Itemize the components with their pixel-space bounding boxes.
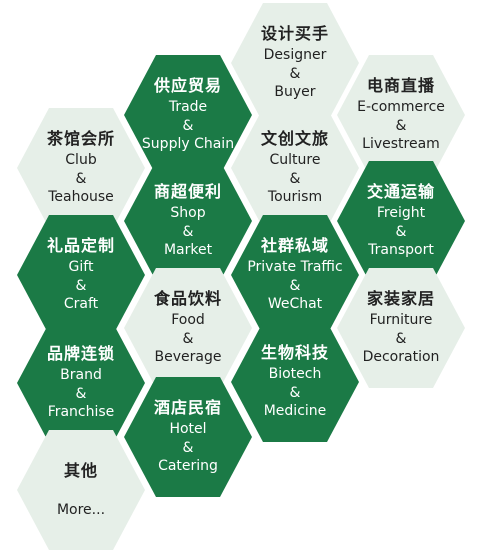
tile-title-zh: 家装家居 xyxy=(366,289,435,309)
tile-brand-franchise[interactable]: 品牌连锁 Brand & Franchise xyxy=(17,323,145,443)
tile-label-line-2: & xyxy=(395,223,407,240)
tile-label-line-2: & xyxy=(289,277,301,294)
tile-designer-buyer[interactable]: 设计买手 Designer & Buyer xyxy=(231,3,359,123)
tile-label-line-2: & xyxy=(182,330,194,347)
tile-label-line-1: Gift xyxy=(68,259,94,276)
tile-label-line-1: Food xyxy=(171,312,205,329)
tile-title-zh: 茶馆会所 xyxy=(46,129,115,149)
tile-private-traffic-wechat[interactable]: 社群私域 Private Traffic & WeChat xyxy=(231,215,359,335)
tile-gift-craft[interactable]: 礼品定制 Gift & Craft xyxy=(17,215,145,335)
tile-label-line-2: & xyxy=(182,117,194,134)
tile-label-line-1: Shop xyxy=(170,205,206,222)
tile-freight-transport[interactable]: 交通运输 Freight & Transport xyxy=(337,161,465,281)
tile-hotel-catering[interactable]: 酒店民宿 Hotel & Catering xyxy=(124,377,252,497)
tile-label-line-3: Decoration xyxy=(362,349,440,366)
tile-label-line-2: & xyxy=(75,277,87,294)
tile-label-line-3: Market xyxy=(163,242,213,259)
tile-title-zh: 设计买手 xyxy=(260,24,329,44)
tile-label-line-3: Catering xyxy=(158,458,218,475)
tile-label-line-1: E-commerce xyxy=(357,99,445,116)
tile-trade-supply-chain[interactable]: 供应贸易 Trade & Supply Chain xyxy=(124,55,252,175)
tile-label-line-1: Culture xyxy=(269,152,321,169)
tile-label-line-3: Teahouse xyxy=(48,189,114,206)
tile-title-zh: 礼品定制 xyxy=(46,236,115,256)
tile-label-line-3: WeChat xyxy=(267,296,323,313)
tile-title-zh: 文创文旅 xyxy=(260,129,329,149)
tile-label-line-1: Designer xyxy=(263,47,327,64)
tile-label-line-3: Transport xyxy=(368,242,434,259)
tile-label-line-1: Brand xyxy=(60,367,102,384)
tile-title-zh: 电商直播 xyxy=(366,76,435,96)
tile-label-line-2: & xyxy=(289,170,301,187)
tile-title-zh: 食品饮料 xyxy=(153,289,222,309)
tile-label-line-3: Tourism xyxy=(267,189,323,206)
tile-label-line-1: Private Traffic xyxy=(247,259,343,276)
tile-title-zh: 生物科技 xyxy=(260,343,329,363)
tile-label-line-3: Livestream xyxy=(362,136,440,153)
tile-label-line-3: Medicine xyxy=(263,403,327,420)
tile-furniture-decoration[interactable]: 家装家居 Furniture & Decoration xyxy=(337,268,465,388)
tile-title-zh: 品牌连锁 xyxy=(46,344,115,364)
tile-title-zh: 社群私域 xyxy=(260,236,329,256)
tile-label-line-2: & xyxy=(182,223,194,240)
tile-label-line-1: Furniture xyxy=(369,312,433,329)
tile-title-zh: 商超便利 xyxy=(153,182,222,202)
tile-label-line-2: & xyxy=(75,385,87,402)
tile-label-line-3: Buyer xyxy=(274,84,316,101)
tile-more[interactable]: 其他 More... xyxy=(17,430,145,550)
tile-label-more: More... xyxy=(56,501,106,518)
tile-label-line-2: & xyxy=(395,330,407,347)
tile-food-beverage[interactable]: 食品饮料 Food & Beverage xyxy=(124,268,252,388)
tile-biotech-medicine[interactable]: 生物科技 Biotech & Medicine xyxy=(231,322,359,442)
tile-club-teahouse[interactable]: 茶馆会所 Club & Teahouse xyxy=(17,108,145,228)
tile-title-zh: 其他 xyxy=(63,460,98,480)
tile-label-line-2: & xyxy=(75,170,87,187)
tile-title-zh: 酒店民宿 xyxy=(153,398,222,418)
tile-label-line-1: Hotel xyxy=(169,421,207,438)
tile-title-zh: 交通运输 xyxy=(366,182,435,202)
tile-label-line-2: & xyxy=(182,439,194,456)
tile-label-line-3: Beverage xyxy=(154,349,222,366)
tile-label-line-3: Supply Chain xyxy=(141,136,235,153)
tile-label-line-2: & xyxy=(395,117,407,134)
tile-label-line-1: Freight xyxy=(376,205,426,222)
tile-shop-market[interactable]: 商超便利 Shop & Market xyxy=(124,161,252,281)
tile-label-line-1: Biotech xyxy=(268,366,322,383)
tile-label-line-3: Craft xyxy=(63,296,99,313)
tile-label-line-2: & xyxy=(289,65,301,82)
tile-culture-tourism[interactable]: 文创文旅 Culture & Tourism xyxy=(231,108,359,228)
tile-ecommerce-livestream[interactable]: 电商直播 E-commerce & Livestream xyxy=(337,55,465,175)
tile-label-line-2: & xyxy=(289,384,301,401)
tile-title-zh: 供应贸易 xyxy=(153,76,222,96)
tile-label-line-1: Club xyxy=(65,152,97,169)
tile-label-line-1: Trade xyxy=(168,99,208,116)
tile-label-line-3: Franchise xyxy=(47,404,115,421)
